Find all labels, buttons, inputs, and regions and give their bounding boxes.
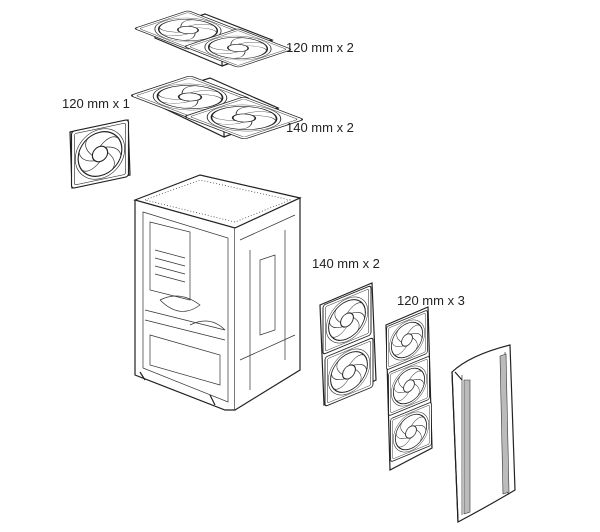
label-rear-120mm: 120 mm x 1	[62, 96, 130, 111]
label-front-140mm: 140 mm x 2	[312, 256, 380, 271]
front-panel	[451, 344, 516, 523]
pc-case	[133, 174, 302, 411]
rear-fan-120mm	[69, 118, 131, 190]
label-top-120mm: 120 mm x 2	[286, 40, 354, 55]
front-fans-140mm	[319, 282, 377, 408]
top-fans-140mm	[129, 74, 305, 141]
label-front-120mm: 120 mm x 3	[397, 293, 465, 308]
label-top-140mm: 140 mm x 2	[286, 120, 354, 135]
top-fans-120mm	[133, 9, 293, 69]
front-fans-120mm	[385, 306, 433, 471]
